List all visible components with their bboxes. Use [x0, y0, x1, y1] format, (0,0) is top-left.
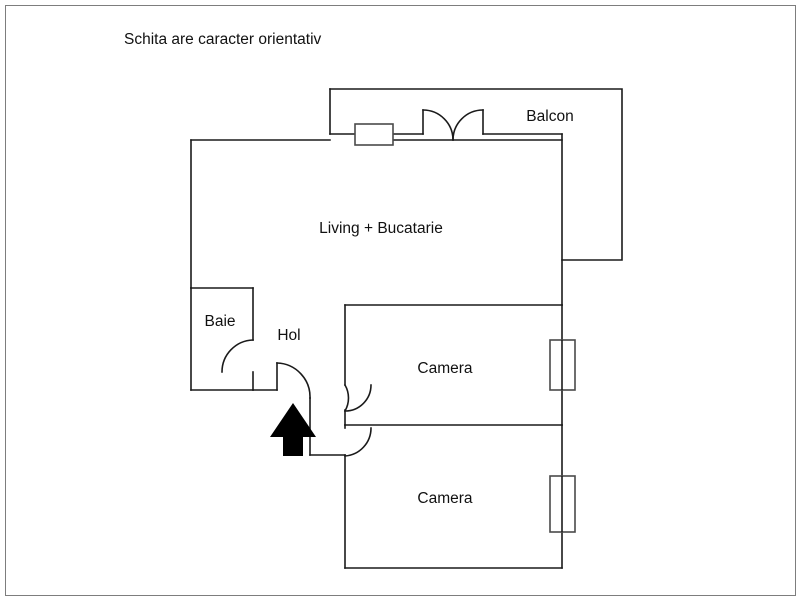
bathroom-door-arc [221, 339, 254, 373]
entrance-door-arc [276, 362, 311, 399]
room-label-hol: Hol [277, 327, 301, 344]
balcony-double-door-jambs [422, 109, 484, 135]
room-label-baie: Baie [204, 313, 236, 330]
room-label-living: Living + Bucatarie [319, 220, 443, 237]
page-border [5, 5, 796, 596]
camera-2-door-arc [344, 427, 372, 457]
bathroom-walls [190, 287, 278, 391]
balcony-window [354, 123, 394, 146]
balcony-walls [329, 88, 623, 261]
living-walls [190, 133, 563, 391]
plan-title: Schita are caracter orientativ [124, 31, 322, 48]
room-label-camera-1: Camera [417, 360, 473, 377]
entrance-arrow [270, 403, 316, 456]
camera-1-walls [344, 304, 563, 426]
camera-1-door-arc [343, 383, 372, 413]
hallway-walls [276, 362, 346, 456]
room-label-balcon: Balcon [526, 108, 574, 125]
balcony-door-arcs [422, 109, 484, 141]
room-label-camera-2: Camera [417, 490, 473, 507]
